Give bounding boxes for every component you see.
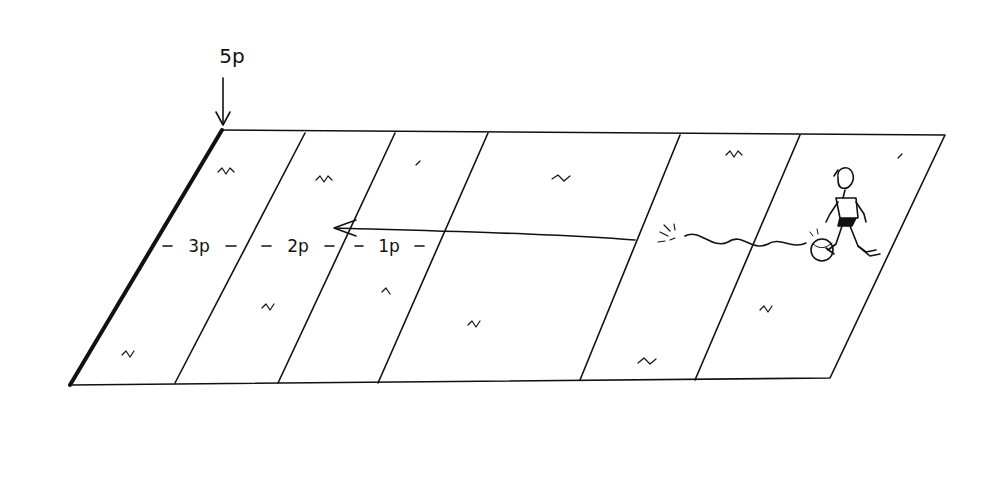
pointer-arrow	[222, 78, 224, 124]
zone-points-label: 3p	[186, 237, 212, 256]
zone-points-label: 2p	[285, 237, 311, 256]
zone-line	[378, 133, 488, 383]
zone-line	[175, 133, 305, 383]
grass-tufts	[122, 151, 902, 364]
zone-line	[695, 135, 800, 380]
zone-line	[580, 135, 680, 380]
ball-seam	[813, 243, 832, 248]
player-figure	[826, 168, 880, 256]
ball-motion	[810, 229, 818, 236]
pointer-arrow-head	[216, 112, 230, 125]
ball	[811, 239, 833, 261]
kick-burst	[658, 224, 675, 242]
zone-points-label: 1p	[376, 237, 402, 256]
field-outline	[70, 130, 945, 385]
goal-line	[70, 130, 222, 385]
zone-line	[278, 133, 395, 383]
dribble-path	[685, 234, 806, 246]
shot-arrow-head	[334, 220, 356, 236]
pointer-label: 5p	[217, 45, 246, 67]
